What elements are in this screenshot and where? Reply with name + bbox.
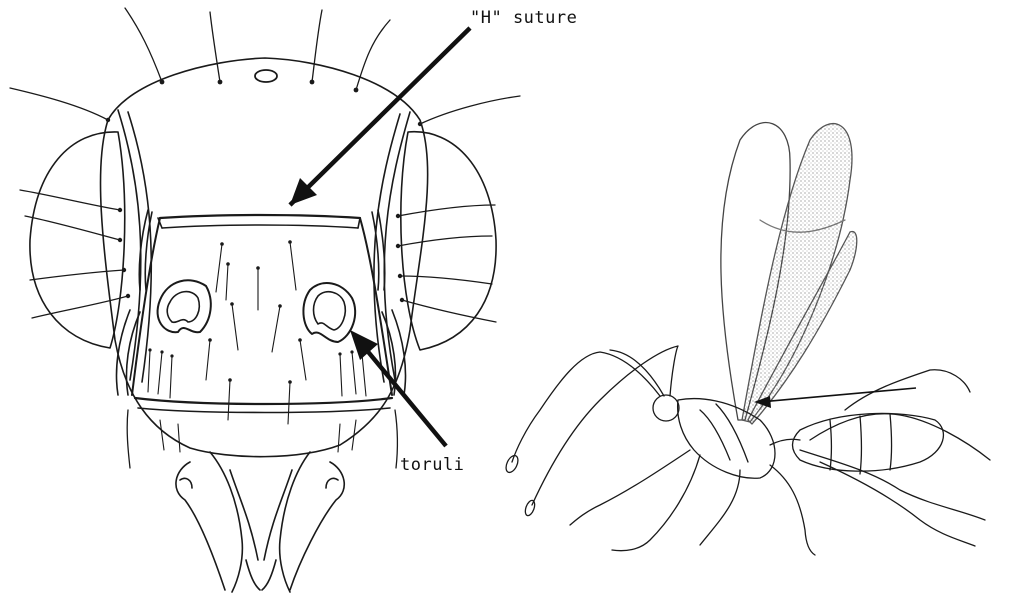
- wing-arrow: [760, 388, 916, 402]
- right-compound-eye: [401, 132, 496, 350]
- antenna-left: [512, 352, 660, 462]
- median-ocellus: [255, 70, 277, 82]
- mouthparts: [176, 462, 344, 590]
- left-torulus: [158, 280, 211, 332]
- wasp-lateral: [504, 123, 990, 555]
- h-suture-label: "H" suture: [470, 8, 577, 28]
- wasp-head-frontal: [10, 8, 520, 592]
- h-suture-crossbar: [160, 215, 360, 218]
- toruli-arrow: [355, 336, 446, 446]
- abdomen: [793, 413, 944, 471]
- antenna-right: [532, 346, 678, 505]
- h-suture-arrow: [290, 28, 470, 205]
- wasp-head: [653, 395, 679, 421]
- toruli-label: toruli: [400, 455, 464, 475]
